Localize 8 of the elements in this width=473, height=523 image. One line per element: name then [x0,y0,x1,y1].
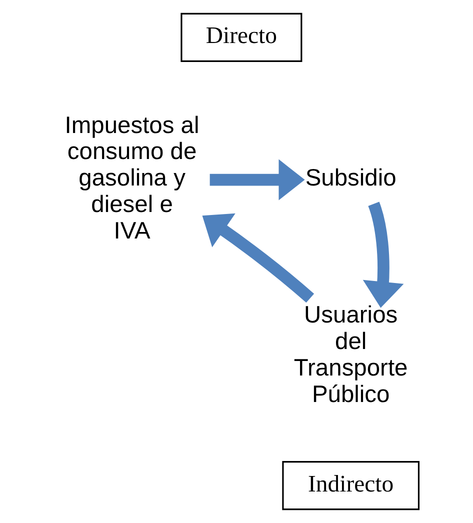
node-text: Usuarios del Transporte Público [294,302,408,408]
node-text: Impuestos al consumo de gasolina y diesel e IVA [64,112,200,244]
node-text: Subsidio [305,166,396,192]
node-box: Directo [180,12,302,62]
arrow [362,202,404,308]
arrow [202,213,314,303]
arrow [210,159,305,200]
node-box: Indirecto [282,461,420,510]
